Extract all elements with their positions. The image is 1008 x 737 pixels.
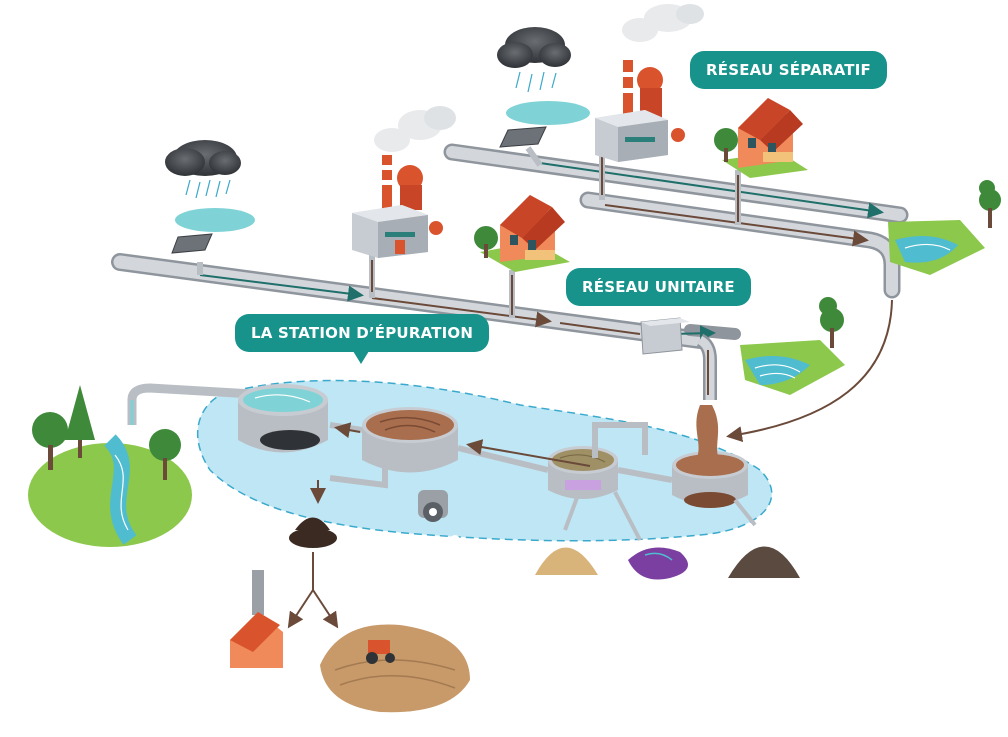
river-outlet-icon (740, 297, 845, 395)
factory-icon (352, 106, 456, 258)
rain-cloud-icon (165, 140, 241, 199)
puddle (175, 208, 255, 232)
puddle (506, 101, 590, 125)
storm-drain-icon (171, 233, 213, 254)
river-outlet-icon (888, 180, 1001, 275)
house-icon (714, 98, 808, 178)
tractor-field-icon (320, 624, 470, 713)
overflow-chamber (640, 317, 690, 355)
sludge-pile-icon (289, 517, 337, 548)
factory-icon (595, 4, 704, 162)
river-landscape-icon (28, 385, 192, 547)
storm-drain-icon (499, 126, 547, 148)
house-icon (474, 195, 570, 272)
incinerator-icon (230, 570, 283, 668)
screenings-pile-icon (728, 498, 800, 578)
separatif-wastewater-arrow (726, 299, 893, 442)
screening-tank-icon (672, 405, 748, 508)
grease-puddle-icon (613, 491, 688, 580)
rain-cloud-icon (497, 27, 571, 93)
label-reseau-separatif: RÉSEAU SÉPARATIF (690, 51, 887, 89)
station-area (196, 379, 773, 542)
label-station-epuration: LA STATION D’ÉPURATION (235, 314, 490, 364)
aeration-tank-icon (362, 407, 458, 473)
grit-chamber-icon (548, 446, 618, 499)
sand-pile-icon (535, 494, 598, 575)
aerator-fan-icon (418, 490, 460, 549)
unitaire-pipe (111, 253, 741, 400)
label-reseau-unitaire: RÉSEAU UNITAIRE (566, 268, 751, 306)
clean-water-outflow-pipe (127, 383, 271, 425)
clarifier-tank-icon (238, 384, 328, 453)
separatif-pipe-upper (443, 143, 909, 224)
